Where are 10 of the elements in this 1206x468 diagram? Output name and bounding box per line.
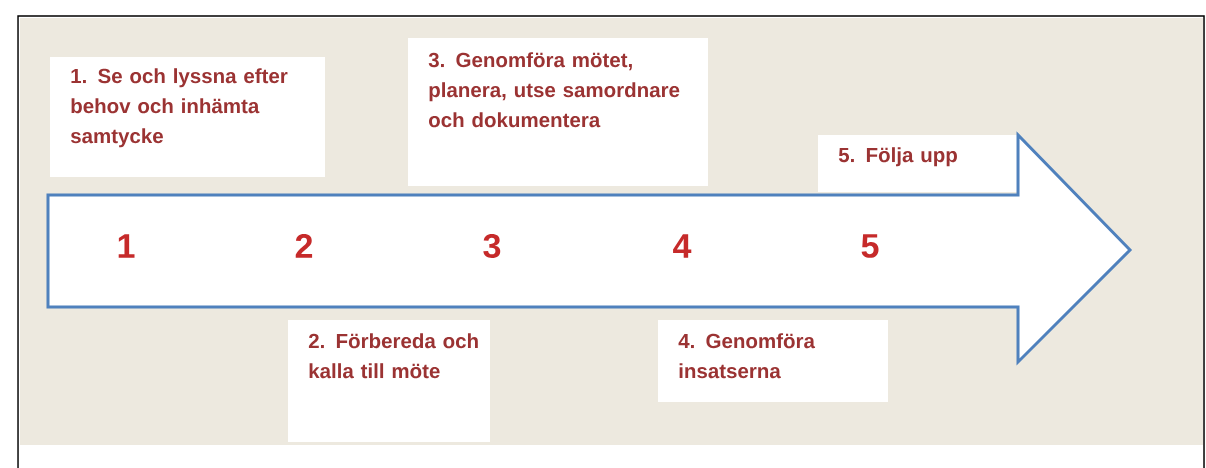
step-number: 1 — [118, 234, 135, 258]
step-number: 5 — [861, 234, 879, 258]
text-box: 2. Förbereda och kalla till möte — [288, 320, 490, 442]
step-number: 3 — [483, 233, 501, 259]
step-number: 2 — [295, 234, 313, 258]
text-box: 4. Genomföra insatserna — [658, 320, 888, 402]
text-box: 1. Se och lyssna efter behov och inhämta samtycke — [50, 57, 325, 177]
text-box: 3. Genomföra mötet, planera, utse samordnare och dokumentera — [408, 38, 708, 186]
step-number: 4 — [673, 234, 692, 258]
text-box: 5. Följa upp — [818, 135, 1020, 192]
